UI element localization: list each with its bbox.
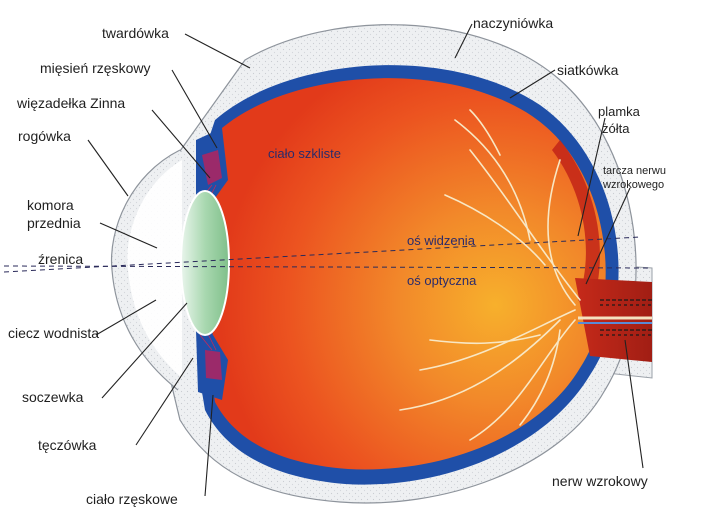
label-ciliary-muscle: mięsień rzęskowy	[40, 60, 151, 76]
label-macula-line2: żółta	[602, 121, 630, 136]
label-choroid: naczyniówka	[473, 15, 554, 31]
label-pupil: źrenica	[38, 251, 84, 267]
nerve-fibers	[600, 299, 652, 336]
label-optic-disc-line2: wzrokowego	[603, 179, 665, 191]
label-aqueous: ciecz wodnista	[8, 325, 100, 341]
label-anterior-chamber-line1: komora	[27, 197, 74, 213]
label-anterior-chamber-line2: przednia	[27, 215, 81, 231]
label-optic-disc-line1: tarcza nerwu	[603, 165, 666, 177]
label-vitreous: ciało szkliste	[268, 146, 341, 161]
label-ciliary-body: ciało rzęskowe	[86, 491, 178, 507]
label-visual-axis: oś widzenia	[407, 233, 475, 248]
label-macula-line1: plamka	[598, 104, 640, 119]
retinal-vessels	[399, 109, 581, 441]
label-zonule: więzadełka Zinna	[17, 95, 126, 111]
vitreous-body	[212, 78, 606, 470]
label-optical-axis: oś optyczna	[407, 273, 477, 288]
optic-nerve	[575, 278, 652, 362]
retina-band	[552, 140, 600, 310]
lens	[180, 190, 230, 336]
label-sclera: twardówka	[102, 25, 169, 41]
label-lens: soczewka	[22, 389, 84, 405]
label-retina: siatkówka	[557, 62, 619, 78]
label-optic-nerve: nerw wzrokowy	[552, 473, 648, 489]
label-cornea: rogówka	[18, 128, 71, 144]
label-iris: tęczówka	[38, 437, 97, 453]
axes	[3, 236, 651, 273]
ciliary-body-lower	[205, 350, 222, 380]
ciliary-body-upper	[202, 150, 222, 185]
leader-lines	[87, 23, 644, 497]
